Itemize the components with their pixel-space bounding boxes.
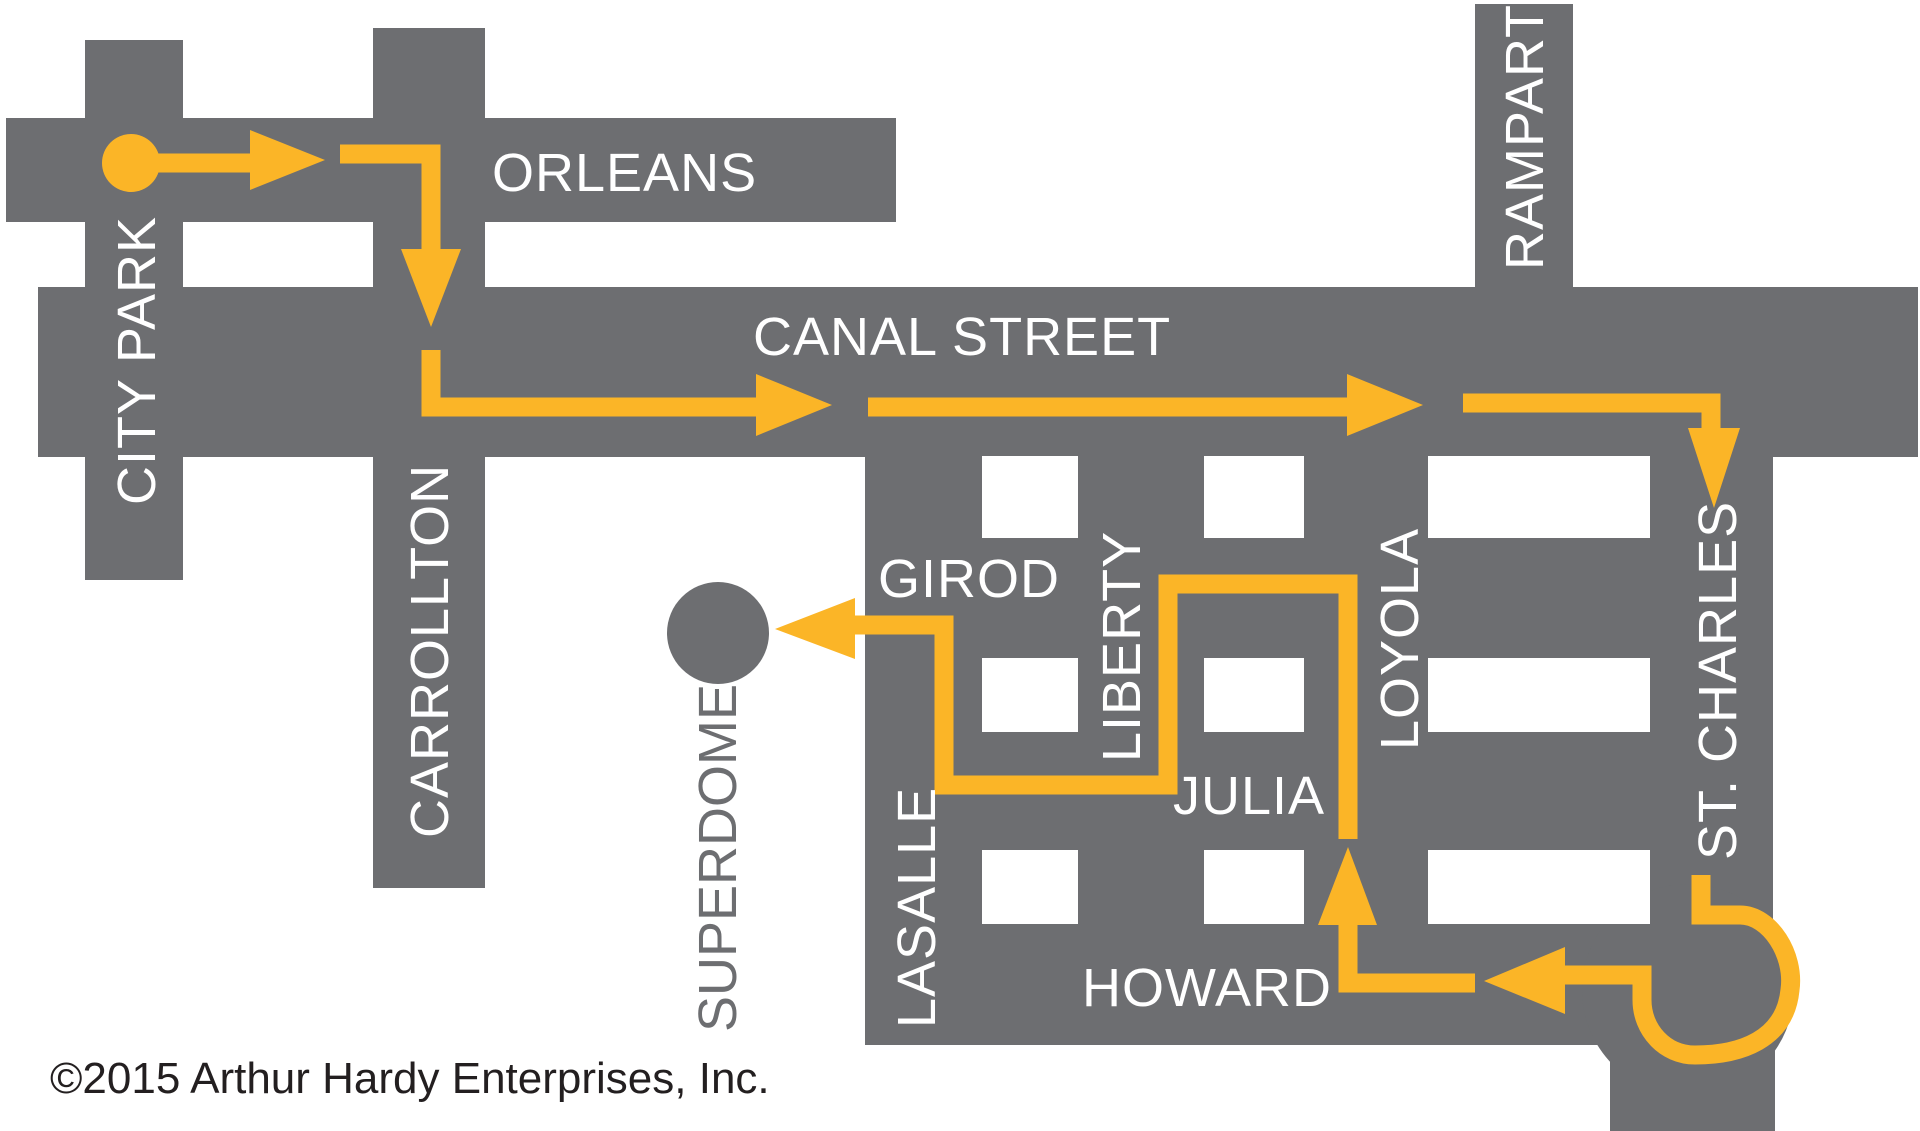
city-blocks [982, 456, 1650, 924]
canal-street-road [38, 287, 1918, 457]
route-loop-lee-circle [1560, 875, 1801, 1065]
julia-label: JULIA [1173, 766, 1325, 826]
lasalle-label: LASALLE [887, 787, 947, 1028]
route-arrow [1347, 374, 1423, 436]
canal-street-label: CANAL STREET [753, 307, 1171, 367]
howard-label: HOWARD [1082, 958, 1332, 1018]
route-arrow [250, 130, 325, 190]
route-segment [855, 574, 1358, 839]
loyola-label: LOYOLA [1370, 528, 1430, 750]
route-arrow [775, 598, 855, 659]
city-block [982, 658, 1078, 732]
city-block [982, 850, 1078, 924]
st-charles-label: ST. CHARLES [1688, 501, 1748, 860]
city-park-label: CITY PARK [107, 216, 167, 505]
city-block [1428, 850, 1650, 924]
orleans-label: ORLEANS [492, 143, 757, 203]
superdome-marker [667, 582, 769, 684]
route-segment [1463, 393, 1721, 433]
parade-route [102, 130, 1801, 1065]
city-block [1428, 658, 1650, 732]
route-segment [421, 350, 760, 417]
girod-label: GIROD [878, 549, 1060, 609]
rampart-road [1475, 4, 1573, 304]
route-arrow [756, 374, 832, 436]
city-block [1204, 658, 1304, 732]
city-block [1204, 456, 1304, 538]
city-block [1428, 456, 1650, 538]
city-block [982, 456, 1078, 538]
route-arrow [401, 249, 461, 327]
carrollton-label: CARROLLTON [400, 464, 460, 838]
city-block [1204, 850, 1304, 924]
route-arrow [1688, 428, 1740, 508]
rampart-label: RAMPART [1495, 4, 1555, 270]
route-segment [1338, 920, 1475, 993]
superdome-label: SUPERDOME [688, 684, 748, 1032]
copyright-notice: ©2015 Arthur Hardy Enterprises, Inc. [50, 1054, 770, 1103]
liberty-label: LIBERTY [1092, 531, 1152, 762]
route-arrow [1318, 847, 1377, 925]
route-arrow [1484, 947, 1565, 1014]
city-park-road [85, 40, 183, 580]
route-segment [340, 144, 441, 255]
